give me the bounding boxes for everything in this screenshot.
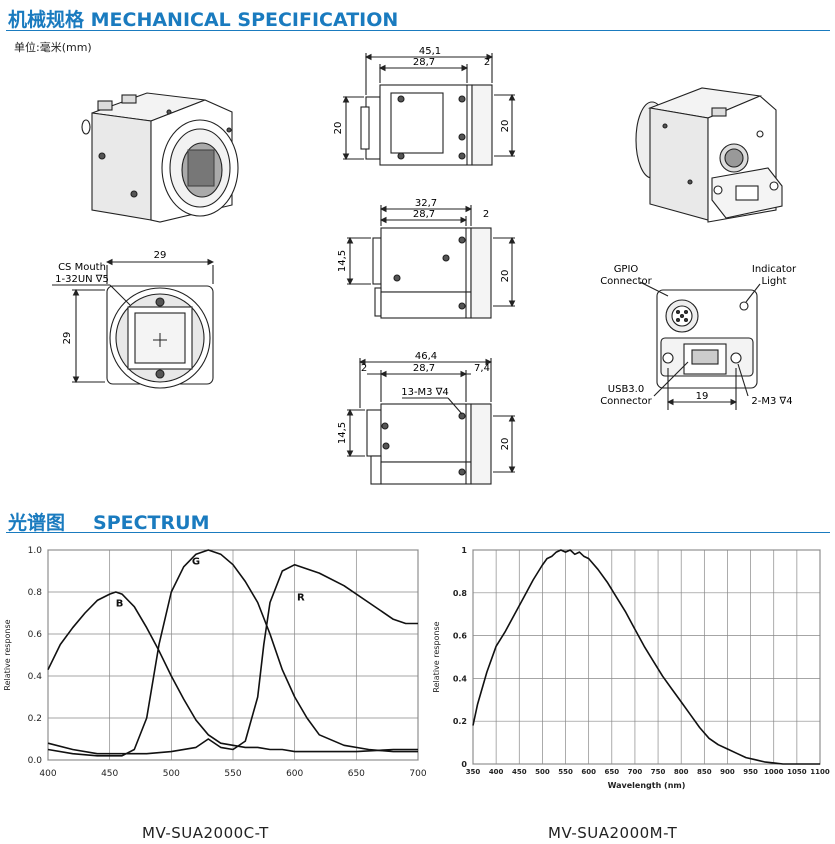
bottom-left-edge-dim: 2	[361, 363, 367, 374]
spectrum-title-underline	[6, 532, 830, 533]
color-series-0-line	[47, 591, 418, 753]
mono-plot-frame	[472, 549, 821, 765]
mono-x-tick-12: 950	[743, 768, 758, 776]
color-x-tick-3: 550	[224, 769, 241, 779]
mono-series-0-line	[472, 549, 820, 765]
usb-label-2: Connector	[600, 396, 652, 407]
color-curve-label-0: B	[116, 599, 124, 610]
side-edge-dim: 2	[483, 209, 489, 220]
mono-x-axis-label: Wavelength (nm)	[608, 781, 686, 790]
top-edge-dim: 2	[484, 57, 490, 68]
mono-spectrum-chart: 350 400 450 500 550 600 650 700 750 800 850 900 950 1…	[432, 546, 830, 790]
top-right-height-dim: 20	[500, 120, 511, 133]
camera-side-view	[346, 205, 516, 319]
front-width-dim: 29	[154, 250, 167, 261]
indicator-label-1: Indicator	[752, 264, 797, 275]
mono-y-tick-2: 0.4	[453, 674, 468, 683]
mono-y-tick-0: 0	[461, 760, 467, 769]
side-body-dim: 28,7	[413, 209, 435, 220]
usb-label-1: USB3.0	[608, 384, 644, 395]
color-curve-label-1: G	[192, 557, 200, 568]
spectrum-section-title: 光谱图 SPECTRUM	[8, 508, 209, 535]
indicator-label-2: Light	[762, 276, 787, 287]
gpio-label-2: Connector	[600, 276, 652, 287]
mono-y-axis-label: Relative response	[432, 621, 441, 692]
bottom-right-height-dim: 20	[500, 438, 511, 451]
unit-label: 单位:毫米(mm)	[14, 41, 92, 54]
camera-iso-front	[81, 92, 239, 223]
bottom-right-edge-dim: 7,4	[474, 363, 490, 374]
bottom-total-dim: 46,4	[415, 351, 437, 362]
color-y-tick-3: 0.6	[28, 630, 43, 640]
side-total-dim: 32,7	[415, 198, 437, 209]
mono-x-tick-5: 600	[581, 768, 596, 776]
mono-x-tick-14: 1050	[787, 768, 807, 776]
mono-x-tick-11: 900	[720, 768, 735, 776]
mono-x-tick-2: 450	[512, 768, 527, 776]
front-height-dim: 29	[62, 332, 73, 345]
color-model-caption: MV-SUA2000C-T	[142, 824, 269, 842]
front-mount-label-1: CS Mouth	[58, 262, 106, 273]
side-left-height-dim: 14,5	[337, 250, 348, 272]
color-x-tick-4: 600	[286, 769, 303, 779]
color-y-tick-4: 0.8	[28, 588, 43, 598]
mono-y-tick-4: 0.8	[453, 589, 468, 598]
mono-y-tick-3: 0.6	[453, 632, 468, 641]
color-x-tick-0: 400	[39, 769, 56, 779]
color-y-axis-label: Relative response	[3, 619, 12, 690]
camera-iso-back	[635, 87, 783, 223]
color-series-1-line	[47, 549, 418, 757]
back-spacing-dim: 19	[696, 391, 709, 402]
camera-front-view	[52, 258, 215, 389]
side-right-height-dim: 20	[500, 270, 511, 283]
mono-x-tick-8: 750	[651, 768, 666, 776]
color-x-tick-6: 700	[409, 769, 426, 779]
mono-x-tick-1: 400	[489, 768, 504, 776]
color-x-tick-1: 450	[101, 769, 118, 779]
camera-top-view	[342, 53, 516, 166]
mechanical-section-title: 机械规格 MECHANICAL SPECIFICATION	[8, 9, 399, 31]
color-y-tick-5: 1.0	[28, 546, 43, 556]
spectrum-title-cn: 光谱图	[8, 512, 66, 534]
camera-back-view	[639, 281, 761, 410]
top-left-height-dim: 20	[333, 122, 344, 135]
mono-x-tick-6: 650	[604, 768, 619, 776]
color-series-2-line	[47, 563, 418, 755]
color-spectrum-chart: 400 450 500 550 600 650 700 0.0 0.2 0.4 0.6 0.8 1.0B…	[3, 546, 427, 779]
mechanical-title-underline	[6, 30, 830, 31]
mono-x-tick-15: 1100	[810, 768, 830, 776]
color-curve-label-2: R	[297, 592, 305, 603]
color-x-tick-2: 500	[163, 769, 180, 779]
camera-bottom-view	[346, 358, 516, 485]
back-holes-label: 2-M3 ∇4	[751, 396, 792, 407]
mono-x-tick-0: 350	[466, 768, 481, 776]
mono-x-tick-10: 850	[697, 768, 712, 776]
color-x-tick-5: 650	[348, 769, 365, 779]
gpio-label-1: GPIO	[614, 264, 639, 275]
mono-y-tick-1: 0.2	[453, 717, 467, 726]
color-y-tick-0: 0.0	[28, 756, 43, 766]
spectrum-title-en: SPECTRUM	[93, 512, 210, 534]
bottom-left-height-dim: 14,5	[337, 422, 348, 444]
bottom-body-dim: 28,7	[413, 363, 435, 374]
mono-x-tick-4: 550	[558, 768, 573, 776]
mono-model-caption: MV-SUA2000M-T	[548, 824, 678, 842]
mechanical-drawings: 29 29 CS Mouth 1-32UN ∇5 45,1 28,7 2 20 …	[52, 46, 797, 485]
color-y-tick-1: 0.2	[28, 714, 42, 724]
mono-x-tick-7: 700	[628, 768, 643, 776]
mono-x-tick-3: 500	[535, 768, 550, 776]
top-total-dim: 45,1	[419, 46, 441, 57]
mono-y-tick-5: 1	[461, 546, 467, 555]
front-mount-label-2: 1-32UN ∇5	[55, 274, 109, 285]
mono-x-tick-13: 1000	[764, 768, 784, 776]
top-body-dim: 28,7	[413, 57, 435, 68]
mono-x-tick-9: 800	[674, 768, 689, 776]
bottom-screw-label: 13-M3 ∇4	[401, 387, 449, 398]
color-y-tick-2: 0.4	[28, 672, 43, 682]
